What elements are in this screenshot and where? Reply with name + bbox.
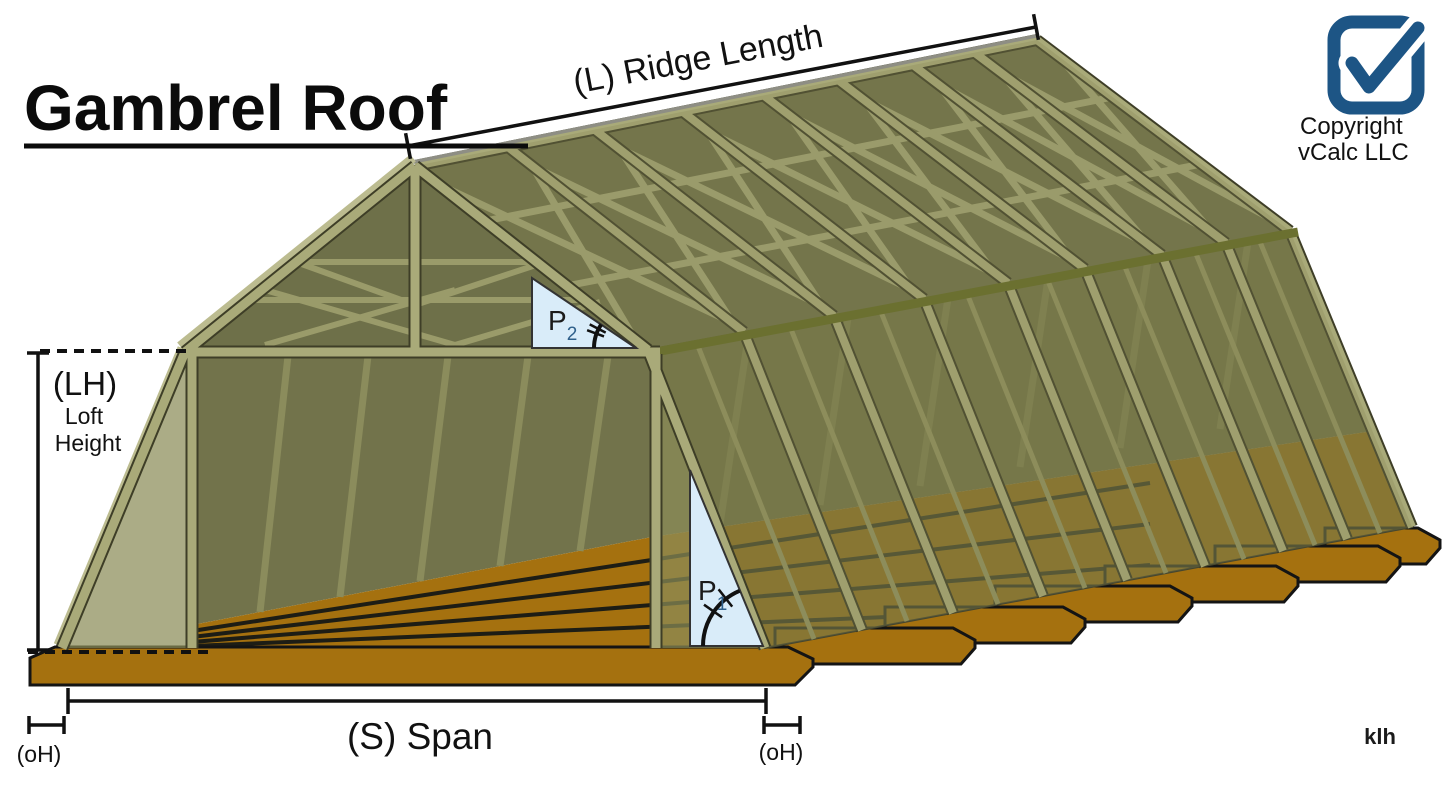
page-title: Gambrel Roof — [24, 72, 448, 144]
pitch-triangle-upper: P2 — [531, 276, 640, 349]
loft-height-word1: Loft — [65, 403, 104, 429]
upper-roof-glaze — [415, 40, 1290, 350]
vcalc-checkbox-logo-icon — [1327, 14, 1432, 115]
dimension-overhang-right: (oH) — [759, 716, 804, 765]
author-initials: klh — [1364, 724, 1396, 749]
side-roof-lower-plane — [646, 228, 1418, 650]
gambrel-break-beam — [649, 227, 1299, 358]
ridge-dimension-tick — [1031, 13, 1041, 41]
pitch2-angle-hashes — [586, 323, 607, 338]
ridge-dimension-line — [407, 25, 1037, 148]
pitch2-label: P2 — [548, 305, 577, 345]
title-block: Gambrel Roof — [24, 72, 528, 149]
side-roof-upper-plane — [412, 34, 1299, 358]
copyright-line2: vCalc LLC — [1298, 139, 1409, 166]
overhang-left-label: (oH) — [17, 741, 62, 767]
gable-main-beams — [57, 162, 770, 650]
pitch1-triangle — [689, 469, 765, 647]
loft-height-abbr-label: (LH) — [53, 365, 117, 402]
ridge-cap-line — [412, 34, 1037, 164]
roof-x-braces — [436, 56, 1279, 343]
dimension-span: (S) Span — [66, 688, 768, 757]
copyright-line1: Copyright — [1300, 113, 1403, 140]
dimension-loft-height: (LH) Loft Height — [27, 349, 212, 654]
truss-upper-rafters — [414, 36, 1293, 336]
logo-check-mark — [1345, 21, 1425, 94]
pitch1-angle-hashes — [703, 588, 734, 619]
dimension-overhang-left: (oH) — [17, 716, 66, 767]
truss-steep-chords — [740, 229, 1416, 632]
pitch1-label: P1 — [698, 575, 727, 615]
pitch2-angle-arc — [592, 323, 603, 349]
lower-roof-glaze — [648, 231, 1412, 648]
overhang-right-label: (oH) — [759, 739, 804, 765]
lower-roof-studs — [693, 236, 1383, 640]
branding-block: Copyright vCalc LLC — [1298, 14, 1432, 166]
pitch1-angle-arc — [701, 588, 741, 647]
loft-height-word2: Height — [55, 430, 122, 456]
logo-box — [1327, 15, 1425, 115]
pitch-triangle-lower: P1 — [689, 469, 765, 647]
pitch2-triangle — [531, 276, 640, 349]
span-label: (S) Span — [347, 716, 493, 757]
